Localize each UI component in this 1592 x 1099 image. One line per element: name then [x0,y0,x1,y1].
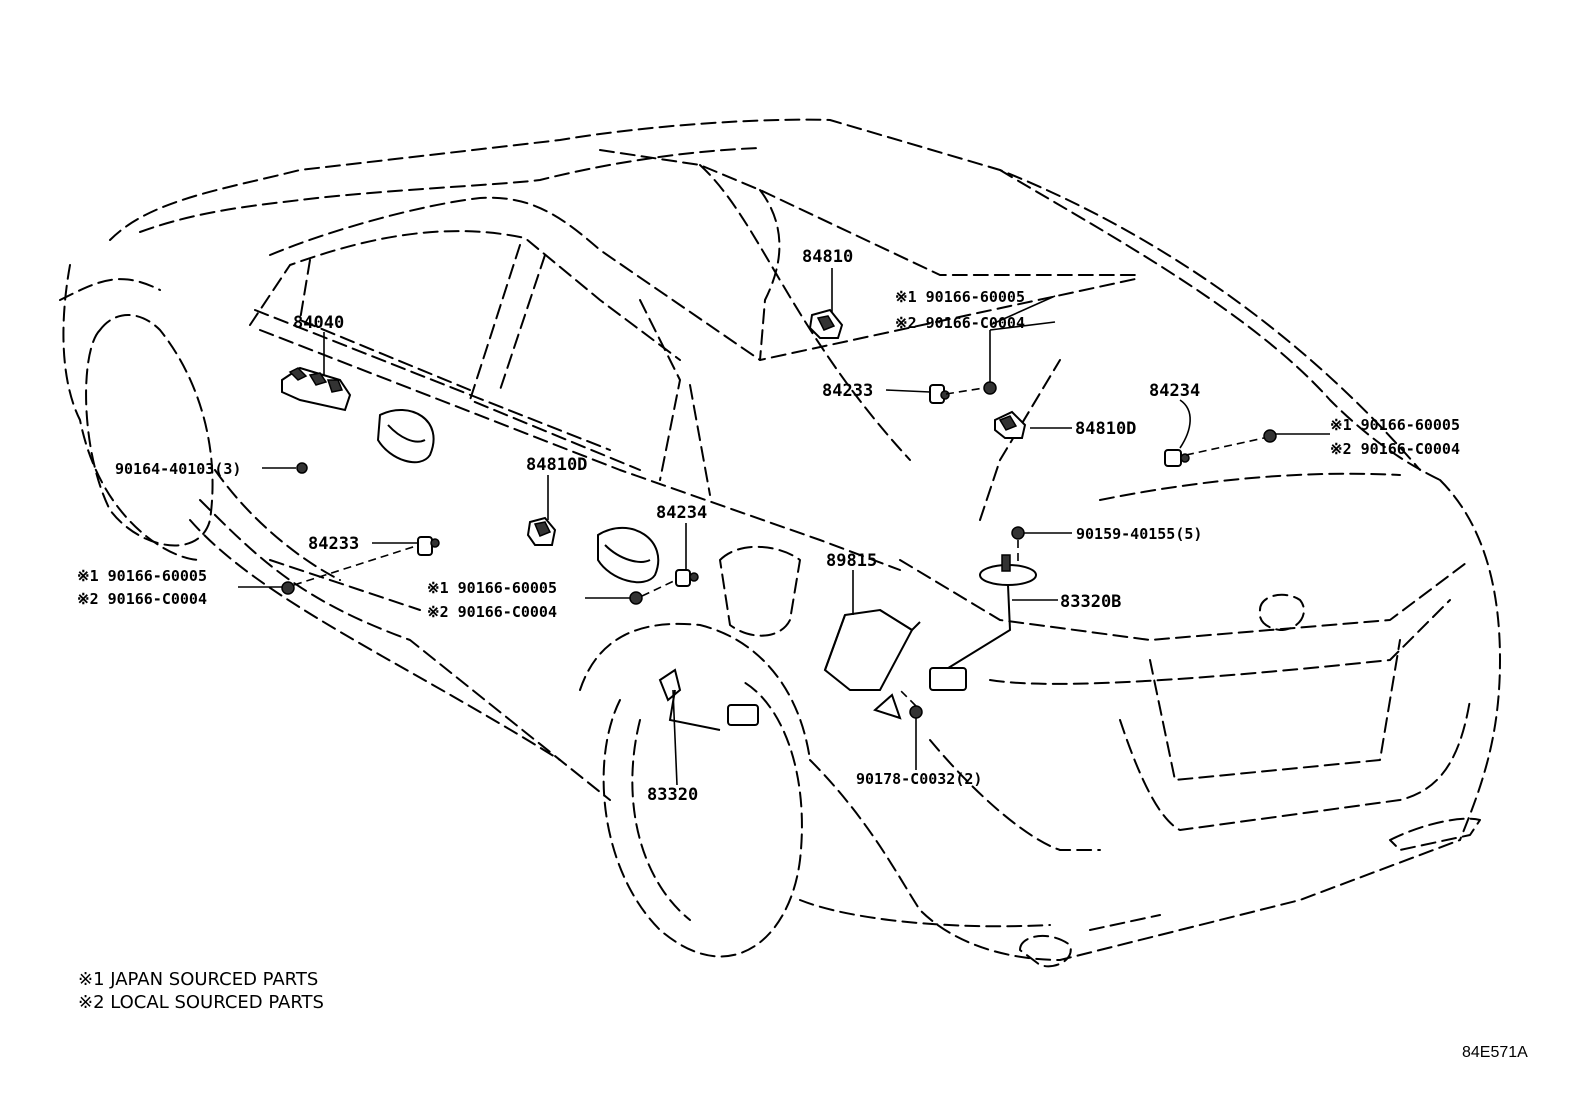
part-83320b-sensor [929,554,1037,691]
part-83320-sensor [658,668,759,731]
part-labels: 84810 84040 84233 84234 84810D 84810D 84… [77,247,1460,805]
legend: ※1 JAPAN SOURCED PARTS ※2 LOCAL SOURCED … [78,969,324,1013]
label-84040: 84040 [293,313,344,333]
legend-note-1: ※1 JAPAN SOURCED PARTS [78,969,318,990]
label-bolt-90159: 90159-40155(5) [1076,525,1202,543]
label-top-c2: ※2 90166-C0004 [895,314,1025,332]
part-84233-sensor-left [417,536,440,556]
part-84810-switch [808,308,844,339]
label-84810: 84810 [802,247,853,267]
label-83320b: 83320B [1060,592,1121,612]
label-right-c1: ※1 90166-60005 [1330,416,1460,434]
label-84810d-left: 84810D [526,455,587,475]
label-84810d-mid: 84810D [1075,419,1136,439]
part-84810d-switch-mid [994,410,1027,439]
label-right-c2: ※2 90166-C0004 [1330,440,1460,458]
leader-lines [238,268,1330,786]
label-84233-top: 84233 [822,381,873,401]
part-84810d-switch-left [526,516,557,546]
part-89815-ecu [823,608,921,691]
label-top-c1: ※1 90166-60005 [895,288,1025,306]
legend-note-2: ※2 LOCAL SOURCED PARTS [78,992,324,1013]
label-bolt-90178: 90178-C0032(2) [856,770,982,788]
part-84233-sensor-top [929,384,950,404]
part-84234-sensor-right [1164,449,1190,467]
label-83320: 83320 [647,785,698,805]
label-84233-left: 84233 [308,534,359,554]
label-left-c1: ※1 90166-60005 [77,567,207,585]
car-outline [59,118,1501,968]
label-left-c2: ※2 90166-C0004 [77,590,207,608]
part-84234-sensor-mid [675,569,699,587]
label-bolt-90164: 90164-40103(3) [115,460,241,478]
part-84040-switch-assembly [281,366,352,412]
dashed-leader-lines [293,387,1265,707]
diagram-code: 84E571A [1462,1044,1528,1061]
label-84234-top: 84234 [1149,381,1200,401]
label-84234-mid: 84234 [656,503,707,523]
label-89815: 89815 [826,551,877,571]
label-mid-c1: ※1 90166-60005 [427,579,557,597]
label-mid-c2: ※2 90166-C0004 [427,603,557,621]
